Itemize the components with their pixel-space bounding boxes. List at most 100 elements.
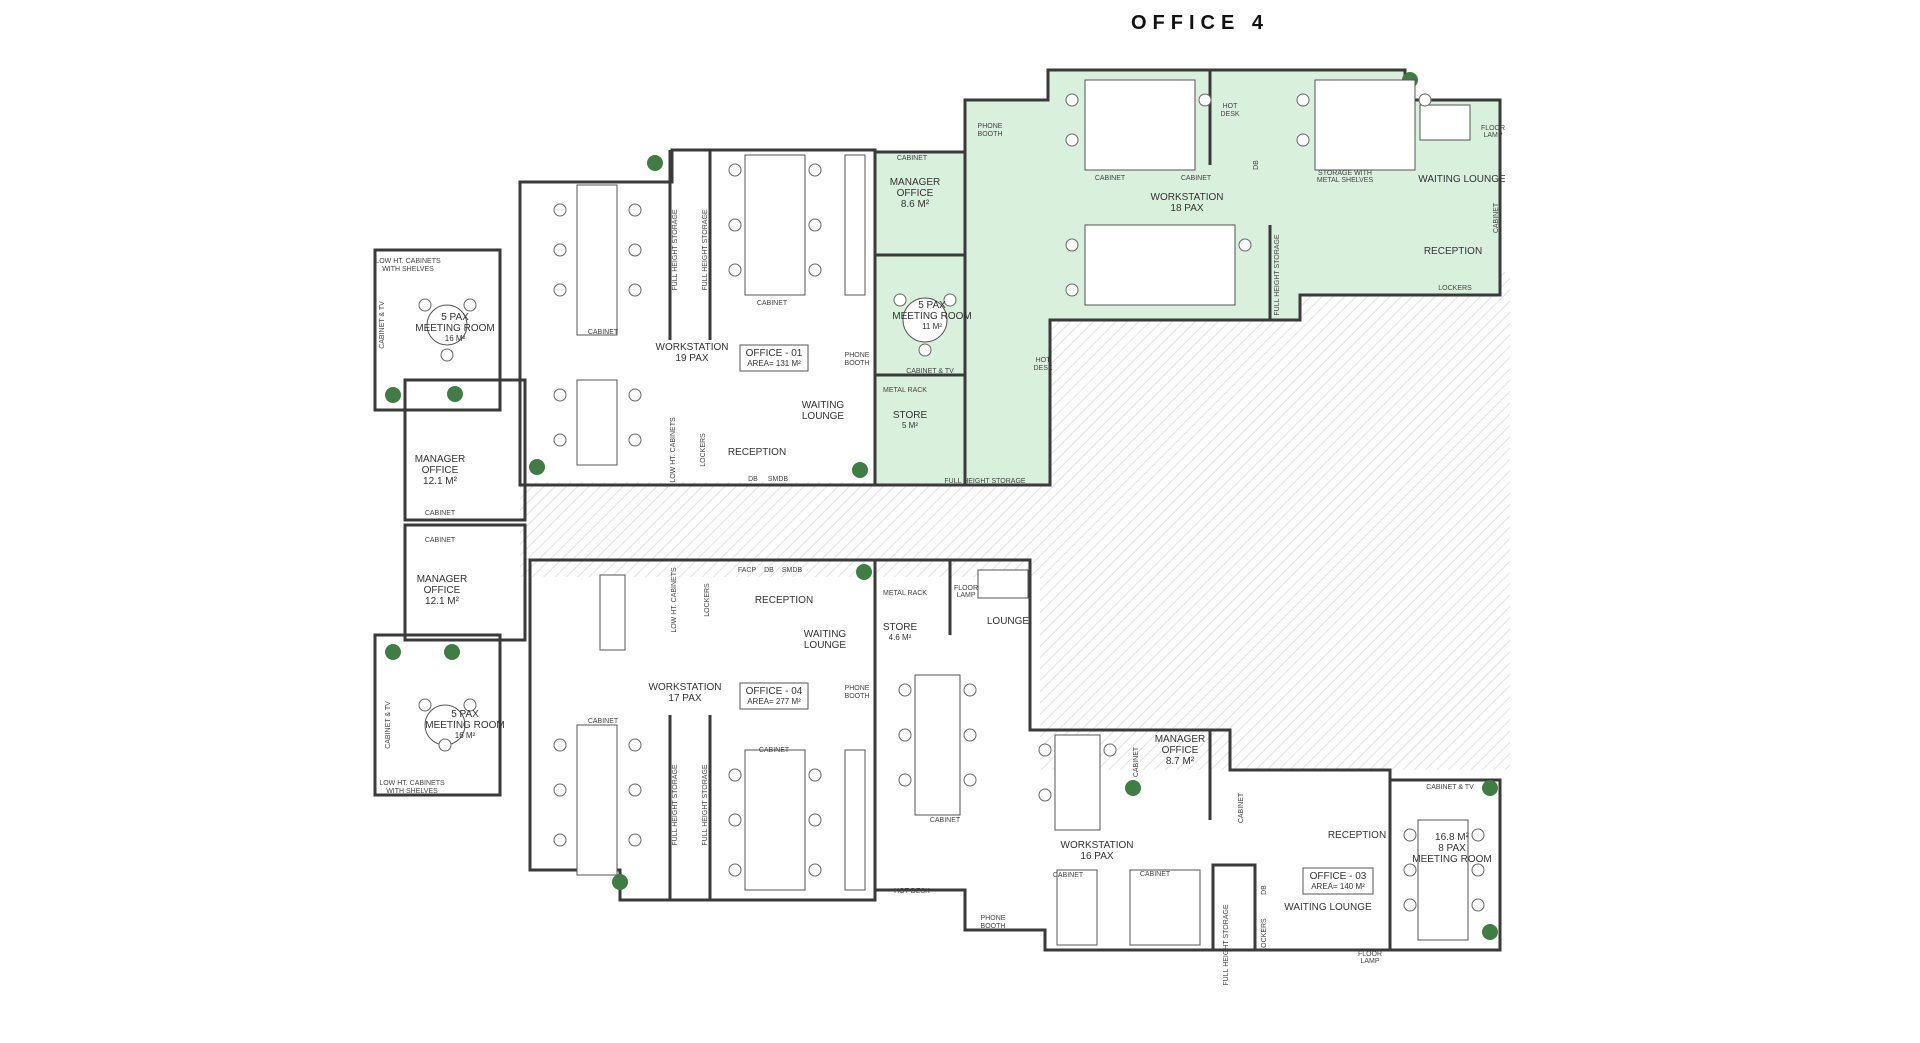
plant bbox=[444, 644, 460, 660]
plant bbox=[1125, 780, 1141, 796]
o2-cabinet-top: CABINET bbox=[897, 155, 928, 162]
o1-lowcab: LOW HT. CABINETS bbox=[670, 417, 677, 483]
o3-cabinet-mgr: CABINET bbox=[1133, 746, 1140, 777]
o3-cabinet-tv: CABINET & TV bbox=[1426, 784, 1474, 791]
o2-cabinet-side: CABINET bbox=[1493, 202, 1500, 233]
o4s-reception: RECEPTION bbox=[755, 595, 813, 606]
o3-hotdesk: HOT DESK bbox=[894, 888, 930, 895]
o4s-db: DB bbox=[764, 567, 774, 574]
o3-waiting-lounge: WAITING LOUNGE bbox=[1284, 902, 1372, 913]
o2-meeting-table bbox=[902, 297, 948, 343]
o2-waiting-lounge: WAITING LOUNGE bbox=[1418, 174, 1506, 185]
plant bbox=[385, 644, 401, 660]
o3-db: DB bbox=[1261, 885, 1268, 895]
o4s-lockers: LOCKERS bbox=[704, 583, 711, 617]
o4-meeting-room-bottom bbox=[373, 633, 502, 797]
o1-storage-2: FULL HEIGHT STORAGE bbox=[702, 209, 709, 290]
o2-cabinet-1: CABINET bbox=[1095, 175, 1126, 182]
plant bbox=[447, 386, 463, 402]
o3-lounge: LOUNGE bbox=[987, 616, 1030, 627]
o3-cabinet-small: CABINET bbox=[1053, 872, 1084, 879]
o2-db: DB bbox=[1253, 160, 1260, 170]
o4-manager-office-bottom bbox=[403, 523, 527, 642]
o2-full-storage: FULL HEIGHT STORAGE bbox=[1274, 234, 1281, 315]
o1-reception: RECEPTION bbox=[728, 447, 786, 458]
o3-storage: FULL HEIGHT STORAGE bbox=[1223, 904, 1230, 985]
o4s-storage-1: FULL HEIGHT STORAGE bbox=[672, 764, 679, 845]
o4-meeting-room-top bbox=[373, 248, 502, 412]
o2-lockers: LOCKERS bbox=[1438, 285, 1472, 292]
o4-meeting-table-top bbox=[426, 304, 468, 346]
o1-db: DB bbox=[748, 476, 758, 483]
o4s-workstation-desks bbox=[576, 574, 866, 891]
office-01-walls bbox=[518, 148, 877, 487]
o4s-office-box bbox=[739, 682, 809, 710]
plant bbox=[1482, 780, 1498, 796]
plant bbox=[385, 387, 401, 403]
o4-cabtv-bottom: CABINET & TV bbox=[385, 701, 392, 749]
o4s-smdb: SMDB bbox=[782, 567, 803, 574]
plant bbox=[529, 459, 545, 475]
o4s-cabinet-2: CABINET bbox=[759, 747, 790, 754]
o1-smdb: SMDB bbox=[768, 476, 789, 483]
o3-office-box bbox=[1302, 867, 1374, 895]
o3-metal-rack: METAL RACK bbox=[883, 590, 927, 597]
o2-metal-rack: METAL RACK bbox=[883, 387, 927, 394]
chairs bbox=[418, 93, 1485, 912]
o3-cabinet-ws: CABINET bbox=[930, 817, 961, 824]
o2-storage-bottom: FULL HEIGHT STORAGE bbox=[944, 478, 1025, 485]
office-03-walls bbox=[873, 558, 1502, 952]
o3-storage-block bbox=[1211, 863, 1257, 952]
plant bbox=[852, 462, 868, 478]
corridor-horizontal bbox=[520, 482, 1040, 577]
o3-cabinet-side: CABINET bbox=[1238, 792, 1245, 823]
o3-workstation-desks bbox=[914, 569, 1469, 946]
o1-workstation-desks bbox=[576, 154, 866, 466]
o2-cabinet-2: CABINET bbox=[1181, 175, 1212, 182]
o1-cabinet-ws: CABINET bbox=[588, 329, 619, 336]
o4s-cabinet-1: CABINET bbox=[588, 718, 619, 725]
page-title: OFFICE 4 bbox=[1130, 12, 1269, 34]
o4-cabinet-a: CABINET bbox=[425, 510, 456, 517]
plant bbox=[647, 155, 663, 171]
o4s-facp: FACP bbox=[738, 567, 757, 574]
o3-lockers: LOCKERS bbox=[1261, 918, 1268, 952]
o2-workstation-desks bbox=[1084, 79, 1471, 306]
core-area bbox=[1040, 272, 1510, 770]
plant bbox=[856, 564, 872, 580]
o4s-lowcab: LOW HT. CABINETS bbox=[671, 567, 678, 633]
o1-storage-1: FULL HEIGHT STORAGE bbox=[672, 209, 679, 290]
o1-lockers: LOCKERS bbox=[700, 433, 707, 467]
